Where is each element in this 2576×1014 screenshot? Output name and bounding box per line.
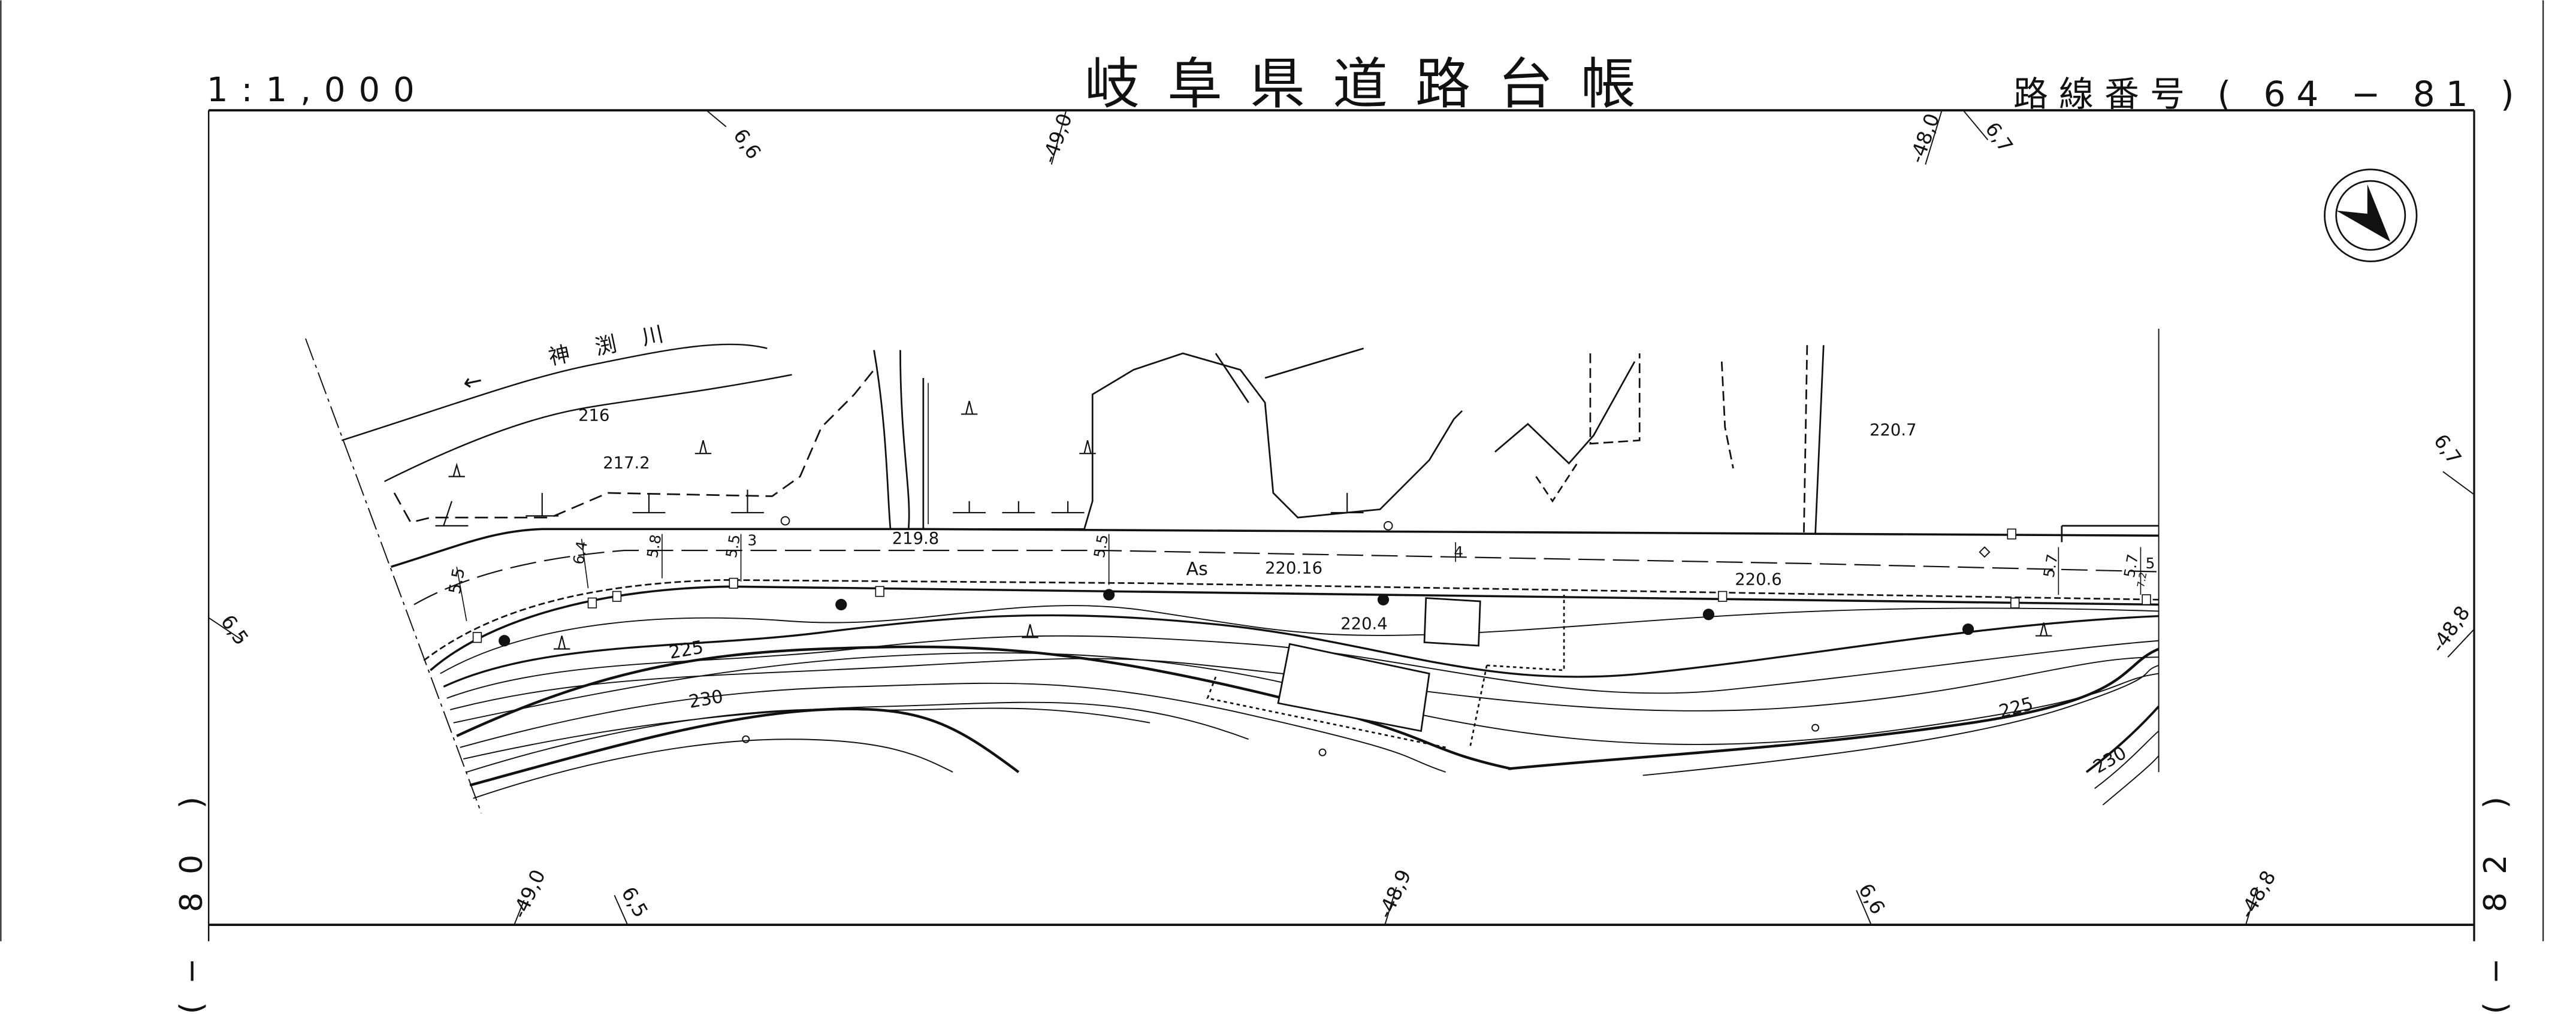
road-width-10: 5 [2146,555,2155,572]
road-width-6: 5.5 [1091,533,1112,559]
road-width-1: 5.5 [446,567,469,595]
route-number-value: ( 64 − 81 ) [2217,74,2525,114]
hydrant-symbols [780,516,1991,558]
route-number-label: 路線番号 [2013,74,2196,114]
elevation-label: 220.4 [1340,615,1387,634]
elevation-label: 216 [578,406,609,425]
elevation-label: 220.7 [1870,421,1916,440]
contour-label: 230 [2090,743,2130,778]
map-frame [207,109,2475,942]
vegetation-symbols [448,401,2052,650]
road-width-markers [456,534,2142,622]
north-arrow-icon [2324,168,2418,262]
grid-label-bottom-2: 6,5 [617,883,653,922]
road-width-3: 5.8 [644,533,665,559]
elevation-label: 220.6 [1735,571,1781,589]
road-width-2: 6.4 [570,540,591,566]
road-width-8: 5.7 [2040,553,2061,579]
upper-structures [393,345,2159,543]
river [341,343,792,482]
field-symbols [742,724,1820,756]
grid-ticks [208,110,2475,925]
grid-label-bottom-4: 6,6 [1854,879,1890,918]
grid-label-top-2: -49,0 [1037,110,1077,166]
grid-label-top-4: 6,7 [1980,118,2018,157]
road-width-9: 5.7 [2121,553,2142,579]
elevation-label: 220.16 [1265,559,1322,577]
grid-label-top-3: -48,0 [1905,110,1944,166]
manhole-symbols [472,528,2151,643]
map-drawing: 6,6 -49,0 -48,0 6,7 6,5 6,7 -48,8 -49,0 … [0,0,2544,942]
road-width-11: 7.2 [2135,571,2149,589]
flow-arrow-icon: ← [461,367,485,397]
river-name: 神渕川 [546,316,691,370]
grid-label-bottom-1: -49,0 [508,866,550,922]
grid-label-right-1: 6,7 [2429,429,2466,468]
surface-type-label: As [1186,559,1208,580]
survey-boundary [305,328,2160,813]
map-scale: 1:1,000 [207,71,428,110]
grid-label-bottom-3: -48,9 [1373,866,1415,922]
route-number: 路線番号 ( 64 − 81 ) [2013,66,2525,116]
road-width-4: 5.5 [723,533,744,559]
grid-label-top-1: 6,6 [729,125,766,164]
ditch-symbols [435,489,1364,526]
road-width-5: 3 [747,532,757,549]
grid-label-right-2: -48,8 [2426,601,2475,656]
buildings [1206,594,1565,749]
road [390,528,2159,671]
contour-label: 230 [687,686,725,713]
elevation-label: 219.8 [892,529,939,548]
road-width-7: 4 [1454,543,1463,561]
grid-label-left-1: 6,5 [216,610,253,649]
grid-label-bottom-5: -48,8 [2234,867,2280,922]
sheet-title: 岐阜県道路台帳 [1085,52,1664,116]
utility-poles [499,589,1974,647]
elevation-label: 217.2 [603,454,650,473]
